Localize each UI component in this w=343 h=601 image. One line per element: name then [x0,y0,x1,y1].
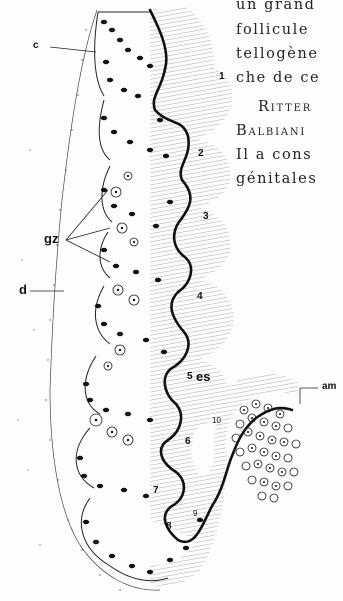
label-es: es [196,370,210,383]
fold-number-5: 5 [187,372,193,382]
cell-cluster [232,400,300,502]
fold-number-6: 6 [185,437,191,447]
fold-number-10: 10 [212,417,221,425]
label-c: c [33,41,39,51]
fold-number-1: 1 [219,72,225,82]
text-line-5: Ritter [258,99,312,115]
fold-number-7: 7 [153,486,159,496]
text-line-6: Balbiani [236,123,306,139]
outer-stipple [17,29,120,590]
text-line-3: tellogène [236,46,319,62]
epithelium-band [150,6,298,587]
fold-number-8: 8 [166,522,172,532]
fold-number-2: 2 [198,149,204,159]
label-d: d [19,283,27,296]
tunica-line [50,10,160,590]
fold-number-9: 9 [193,510,197,518]
fold-number-4: 4 [197,292,203,302]
text-line-1: un grand [236,0,316,13]
fold-number-3: 3 [203,212,209,222]
text-line-7: Il a cons [236,147,312,163]
label-am: am [322,382,336,392]
text-line-2: follicule [236,22,309,38]
text-line-8: génitales [236,171,317,187]
label-gz: gz [44,232,58,245]
text-line-4: che de ce [236,70,320,86]
